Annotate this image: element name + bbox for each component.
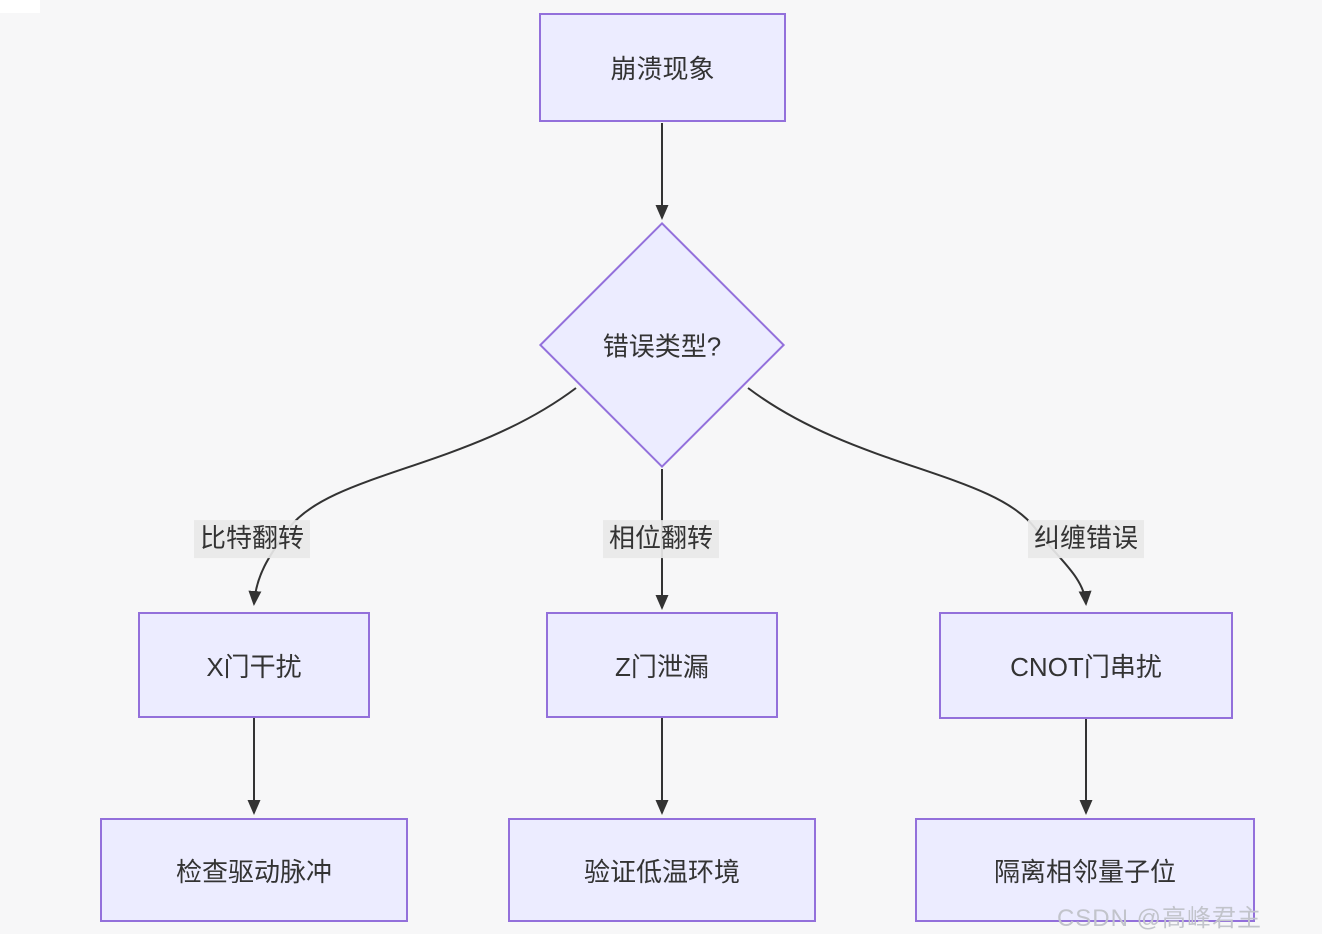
- node-decision-label: 错误类型?: [602, 331, 722, 362]
- edge-decision-cnot: [747, 387, 1092, 606]
- node-start: 崩溃现象: [539, 13, 786, 122]
- corner-highlight: [0, 0, 40, 13]
- edge-label-entangle-error: 纠缠错误: [1027, 520, 1145, 558]
- node-cnot-gate: CNOT门串扰: [939, 612, 1233, 719]
- node-isolate-qubit: 隔离相邻量子位: [915, 818, 1255, 922]
- edge-label-phase-flip: 相位翻转: [602, 520, 720, 558]
- edge-decision-xgate: [248, 387, 577, 606]
- node-verify-cryo: 验证低温环境: [508, 818, 816, 922]
- edge-label-bit-flip: 比特翻转: [193, 520, 311, 558]
- csdn-watermark: CSDN @高峰君主: [1056, 905, 1262, 932]
- node-z-gate: Z门泄漏: [546, 612, 778, 718]
- node-x-gate: X门干扰: [138, 612, 370, 718]
- node-check-pulse: 检查驱动脉冲: [100, 818, 408, 922]
